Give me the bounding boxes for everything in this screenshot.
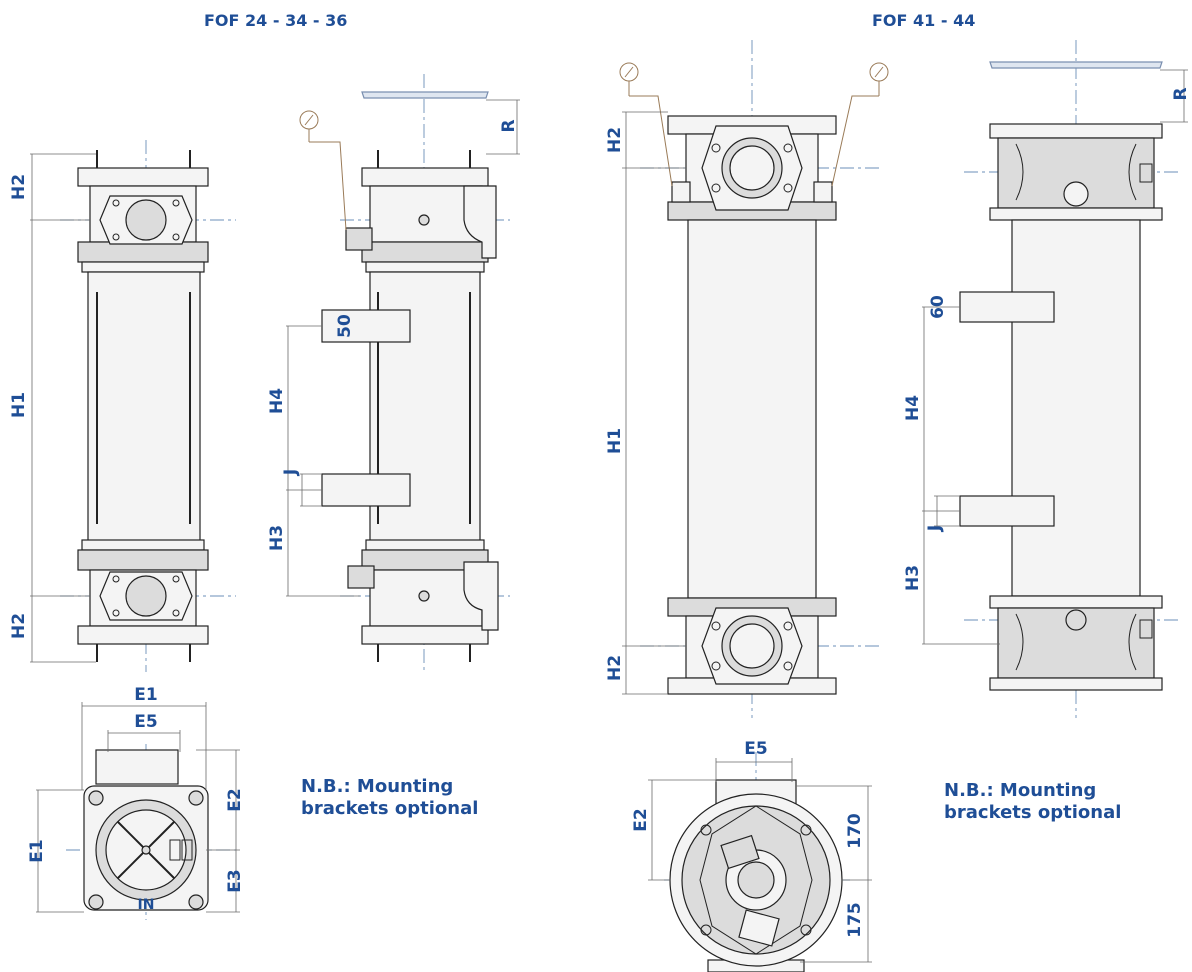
dim-h1-right: H1 xyxy=(605,428,625,454)
dim-h2-top-left: H2 xyxy=(9,174,29,200)
dim-e2-left: E2 xyxy=(225,788,245,811)
fof41-front-view xyxy=(619,40,889,718)
fof41-bottom-view xyxy=(648,752,872,972)
note-left: N.B.: Mounting brackets optional xyxy=(301,776,478,820)
dim-h2-bottom-left: H2 xyxy=(9,613,29,639)
dim-e5-right: E5 xyxy=(744,739,767,759)
note-right-line1: N.B.: Mounting xyxy=(944,780,1097,801)
dim-r-right: R xyxy=(1171,87,1191,100)
dim-e1-side: E1 xyxy=(27,839,47,862)
title-fof-41-44: FOF 41 - 44 xyxy=(872,11,976,30)
dim-e2-right: E2 xyxy=(631,808,651,831)
dim-e3-left: E3 xyxy=(225,869,245,892)
dim-h4-right: H4 xyxy=(903,395,923,421)
dim-h4-left: H4 xyxy=(267,388,287,414)
dim-h1-left: H1 xyxy=(9,392,29,418)
fof24-bottom-view xyxy=(36,702,240,920)
fof24-side-view xyxy=(286,74,520,672)
dim-175: 175 xyxy=(845,902,865,938)
dim-r-left: R xyxy=(499,119,519,132)
fof41-side-view xyxy=(922,40,1188,718)
dim-60: 60 xyxy=(928,295,948,319)
dim-h2-top-right: H2 xyxy=(605,127,625,153)
fof24-front-view xyxy=(30,140,236,672)
dim-j-right: J xyxy=(925,525,945,532)
dim-e1-top: E1 xyxy=(134,685,157,705)
note-right-line2: brackets optional xyxy=(944,802,1122,823)
dim-h2-bottom-right: H2 xyxy=(605,655,625,681)
dim-h3-left: H3 xyxy=(267,525,287,551)
note-left-line2: brackets optional xyxy=(301,798,479,819)
dim-e5-left: E5 xyxy=(134,712,157,732)
dim-170: 170 xyxy=(845,813,865,849)
note-left-line1: N.B.: Mounting xyxy=(301,776,454,797)
title-fof-24-34-36: FOF 24 - 34 - 36 xyxy=(204,11,348,30)
dim-j-left: J xyxy=(281,469,301,476)
dim-50: 50 xyxy=(335,314,355,338)
note-right: N.B.: Mounting brackets optional xyxy=(944,780,1121,824)
dim-h3-right: H3 xyxy=(903,565,923,591)
logo-in-text: IN xyxy=(138,897,155,913)
